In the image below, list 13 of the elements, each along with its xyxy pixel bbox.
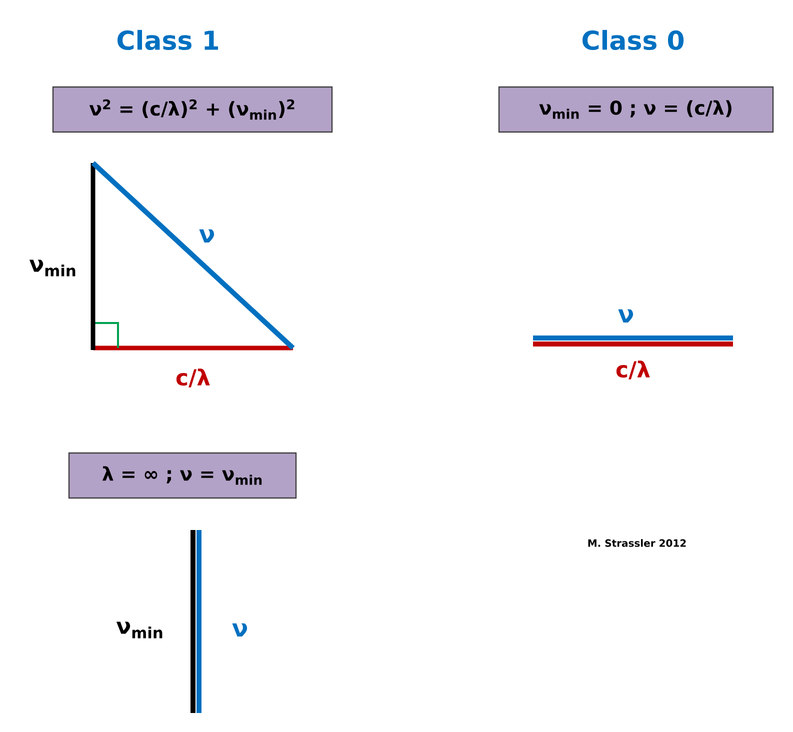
side-label: c/λ bbox=[616, 360, 650, 380]
side-label: c/λ bbox=[176, 368, 210, 388]
side-label: ν$_{min}$ bbox=[116, 622, 162, 638]
side-label: ν bbox=[199, 229, 214, 243]
formula-box: λ = ∞ ; ν = ν$_{min}$ bbox=[68, 452, 297, 499]
side-label: ν$_{min}$ bbox=[29, 260, 76, 276]
formula-box: ν$^{2}$ = (c/λ)$^{2}$ + (ν$_{min}$)$^{2}$ bbox=[52, 86, 333, 133]
heading: Class 0 bbox=[582, 30, 684, 50]
formula-box: ν$_{min}$ = 0 ; ν = (c/λ) bbox=[498, 86, 774, 133]
heading: Class 1 bbox=[118, 30, 218, 50]
side-label: ν bbox=[232, 623, 248, 637]
credit-text: M. Strassler 2012 bbox=[588, 539, 686, 547]
side-label: ν bbox=[618, 309, 634, 323]
